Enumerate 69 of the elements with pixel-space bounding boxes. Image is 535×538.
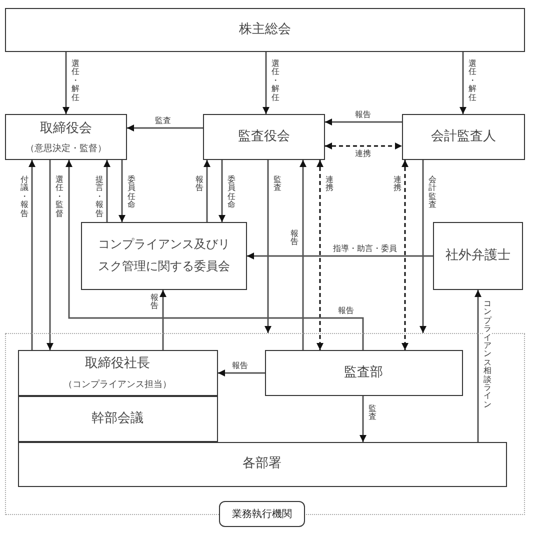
arrow [474,290,482,442]
box-title: 会計監査人 [431,128,496,146]
box-title: 株主総会 [239,21,291,40]
org-box [264,350,462,396]
edge-label: 選任・解任 [468,60,477,102]
edge-label: 会計監査 [428,176,437,210]
arrow [262,52,270,114]
arrow [247,252,433,260]
org-box [433,222,523,290]
edge-label: 報告 [355,111,371,120]
edge-label: 提言・報告 [95,176,104,218]
edge-label: 報告 [232,362,248,371]
arrow [264,160,272,333]
edge-label: 連携 [355,150,371,159]
edge-label: 報告 [150,294,159,311]
org-box [203,114,325,160]
box-title: 取締役社長 [85,355,150,374]
arrow [104,160,110,222]
edge-label: 報告 [195,176,204,193]
edge-label: 付議・報告 [20,176,29,218]
edge-label: コンプライアンス相談ライン [483,300,492,410]
edge-label: 委員任命 [127,176,136,210]
edge-label: 選任・解任 [271,60,280,102]
box-title: 幹部会議 [92,410,144,428]
box-title: 監査役会 [238,128,290,146]
box-title: 監査部 [344,364,383,382]
arrow [46,160,54,350]
edge-label: 報告 [338,307,354,316]
box-title: 取締役会 [40,120,92,138]
arrow [28,160,36,350]
edge-label: 指導・助言・委員 [333,245,397,254]
box-title: コンプライアンス及びリスク管理に関する委員会 [97,236,231,275]
arrow [204,160,210,222]
edge-label: 報告 [290,230,299,247]
box-subtitle: （コンプライアンス担当） [64,378,172,391]
arrow [218,370,265,376]
arrow [160,290,166,350]
org-box [402,114,525,160]
edge-label: 選任・監督 [55,176,64,218]
arrow [218,160,226,222]
arrow [66,160,364,350]
org-box [18,350,218,396]
arrow [460,52,466,114]
edge-label: 監査 [273,176,282,193]
box-title: 各部署 [242,455,282,474]
arrow [300,160,306,350]
arrow [62,52,70,114]
org-box [18,442,506,486]
region-label: 業務執行機関 [219,501,305,527]
edge-label: 連携 [325,176,334,193]
edge-label: 委員任命 [227,176,236,210]
box-title: 社外弁護士 [446,247,510,266]
org-box [5,8,525,52]
arrow [420,160,426,333]
dashed-arrow [316,160,324,350]
arrow [118,160,126,222]
box-subtitle: （意思決定・監督） [26,142,106,156]
org-box [81,222,247,290]
arrow [127,124,203,132]
edge-label: 選任・解任 [71,60,80,102]
edge-label: 連携 [393,176,402,193]
arrow [360,396,366,442]
dashed-arrow [325,142,402,150]
org-box [18,396,218,442]
org-box [5,114,127,160]
edge-label: 監査 [368,405,377,422]
arrow [325,118,402,126]
edge-label: 監査 [155,117,171,126]
dashed-arrow [402,160,408,350]
